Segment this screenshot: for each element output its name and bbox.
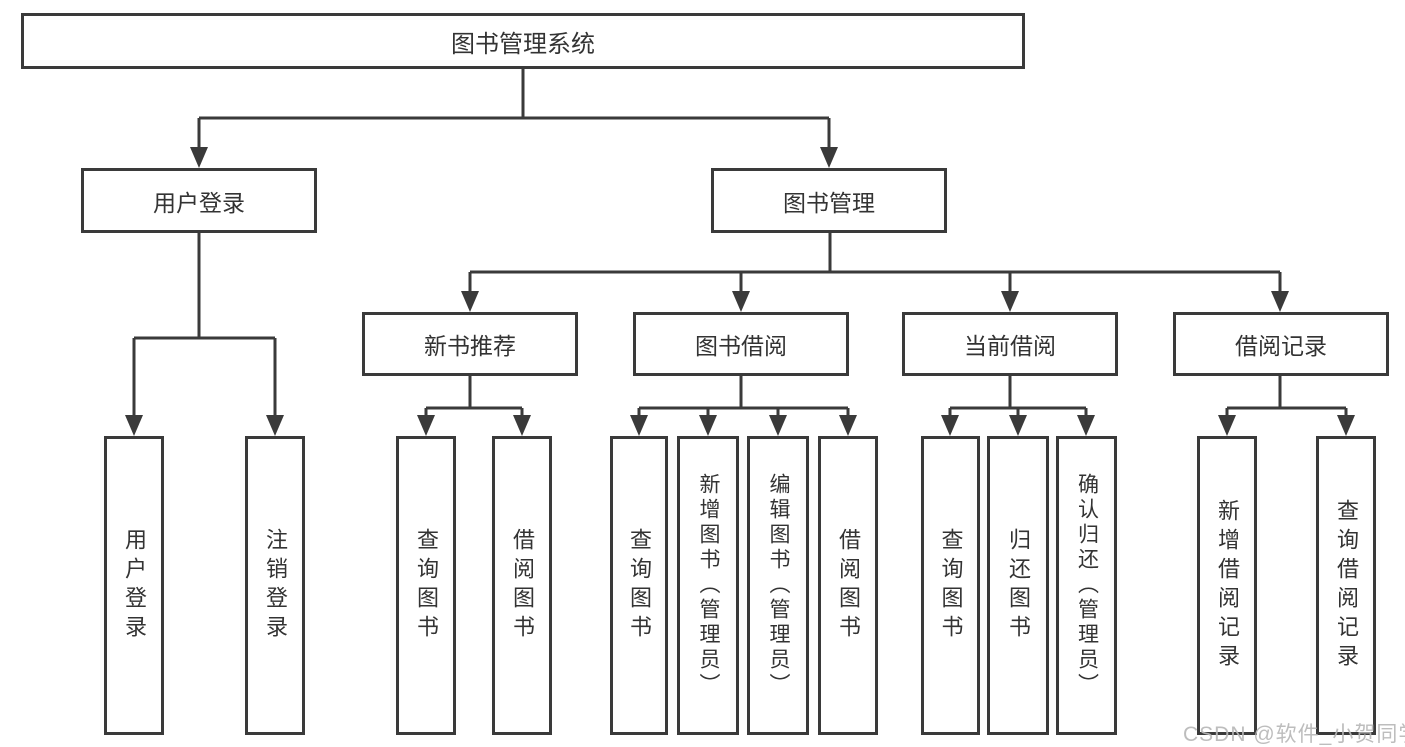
leaf-query-book-borrow: 查询图书 — [610, 436, 668, 735]
trunk-root — [199, 69, 829, 120]
leaf-query-borrow-record: 查询借阅记录 — [1316, 436, 1376, 735]
node-user-login: 用户登录 — [81, 168, 317, 233]
node-label: 借阅图书 — [836, 527, 861, 644]
node-label: 查询图书 — [938, 527, 964, 644]
node-label: 借阅记录 — [1235, 333, 1327, 359]
node-borrow-record: 借阅记录 — [1173, 312, 1389, 376]
node-library-system: 图书管理系统 — [21, 13, 1025, 69]
node-label: 图书借阅 — [695, 333, 787, 359]
node-label: 注销登录 — [263, 527, 288, 644]
trunk-book-management — [470, 233, 1280, 274]
trunk-book-borrow — [639, 376, 848, 410]
node-book-borrow: 图书借阅 — [633, 312, 849, 376]
node-label: 用户登录 — [122, 527, 147, 644]
trunk-new-book — [426, 376, 522, 410]
csdn-watermark: CSDN @软件_小贺同学 — [1183, 723, 1405, 746]
node-label: 归还图书 — [1006, 527, 1031, 644]
node-label: 查询图书 — [627, 527, 652, 644]
leaf-query-book-recommend: 查询图书 — [396, 436, 456, 735]
leaf-edit-book-admin: 编辑图书（管理员） — [747, 436, 809, 735]
leaf-borrow-book: 借阅图书 — [818, 436, 878, 735]
node-book-management: 图书管理 — [711, 168, 947, 233]
node-current-borrow: 当前借阅 — [902, 312, 1118, 376]
leaf-confirm-return-admin: 确认归还（管理员） — [1056, 436, 1117, 735]
node-label: 新书推荐 — [424, 333, 516, 359]
node-label: 用户登录 — [153, 189, 245, 216]
node-label: 新增图书（管理员） — [697, 473, 720, 698]
node-label: 当前借阅 — [964, 333, 1056, 359]
leaf-return-book: 归还图书 — [987, 436, 1049, 735]
node-label: 查询图书 — [414, 527, 439, 644]
trunk-borrow-record — [1227, 376, 1346, 410]
node-label: 图书管理 — [783, 189, 875, 216]
leaf-add-borrow-record: 新增借阅记录 — [1197, 436, 1257, 735]
node-new-book-recommend: 新书推荐 — [362, 312, 578, 376]
node-label: 图书管理系统 — [451, 30, 595, 58]
leaf-query-book-current: 查询图书 — [921, 436, 980, 735]
node-label: 编辑图书（管理员） — [767, 473, 790, 698]
node-label: 查询借阅记录 — [1334, 498, 1359, 673]
trunk-current-borrow — [950, 376, 1086, 410]
leaf-borrow-book-recommend: 借阅图书 — [492, 436, 552, 735]
leaf-add-book-admin: 新增图书（管理员） — [677, 436, 739, 735]
node-label: 借阅图书 — [510, 527, 535, 644]
node-label: 确认归还（管理员） — [1075, 473, 1099, 698]
trunk-user-login — [134, 233, 275, 340]
leaf-logout: 注销登录 — [245, 436, 305, 735]
leaf-user-login: 用户登录 — [104, 436, 164, 735]
node-label: 新增借阅记录 — [1215, 498, 1240, 673]
